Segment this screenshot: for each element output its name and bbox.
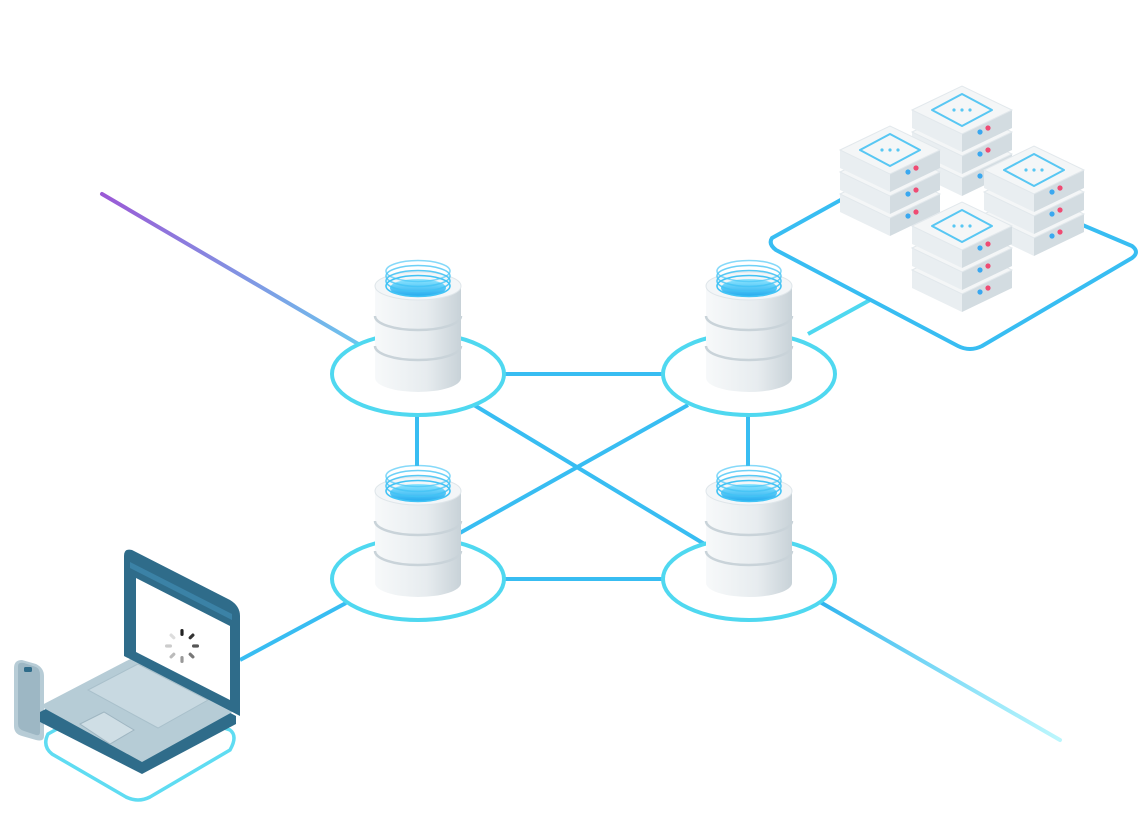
- laptop-screen: [136, 578, 230, 700]
- loading-spinner-icon: [165, 629, 199, 663]
- database-icon: [704, 464, 794, 597]
- server-cluster: [768, 85, 1138, 351]
- link-to-laptop: [239, 601, 347, 662]
- laptop: [14, 549, 240, 802]
- links: [100, 192, 1062, 742]
- link-diagonal-down: [472, 403, 708, 547]
- link-diagonal-up: [457, 403, 689, 536]
- link-incoming: [100, 192, 362, 347]
- server-cluster-platform: [768, 154, 1138, 351]
- smartphone-icon: [14, 660, 44, 741]
- laptop-platform: [44, 692, 236, 802]
- database-icon: [373, 259, 463, 392]
- link-to-server-cluster: [807, 298, 871, 336]
- db-bottom-left: [330, 464, 506, 622]
- server-rack-icon: [910, 201, 1014, 312]
- database-icon: [704, 259, 794, 392]
- database-icon: [373, 464, 463, 597]
- db-top-left: [330, 259, 506, 417]
- database-nodes: [330, 259, 837, 622]
- laptop-trackpad: [79, 711, 135, 745]
- db-bottom-right: [661, 464, 837, 622]
- link-outgoing: [818, 600, 1062, 742]
- db-top-right: [661, 259, 837, 417]
- server-rack-icon: [838, 125, 942, 236]
